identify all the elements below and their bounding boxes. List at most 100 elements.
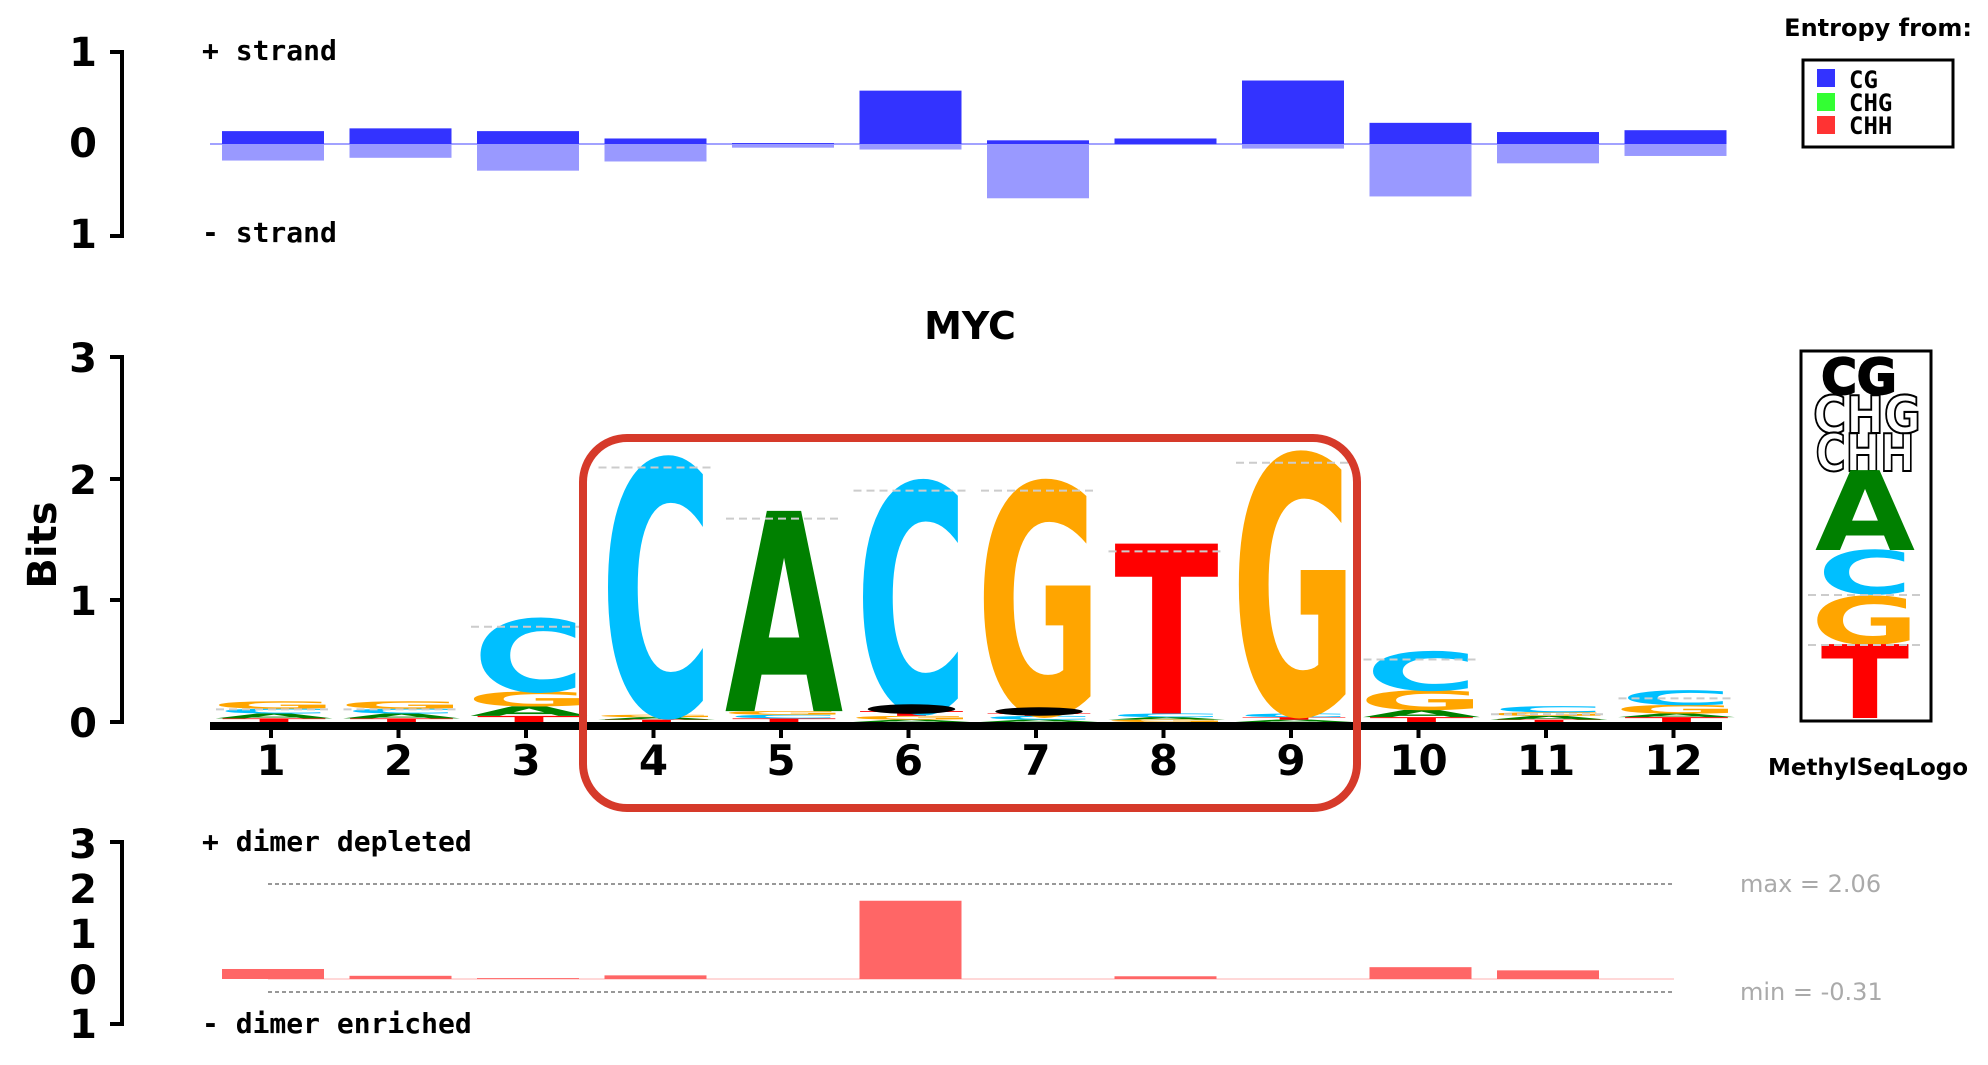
methylseqlogo-legend-t: T	[1821, 625, 1909, 743]
logo-y-axis	[110, 355, 124, 724]
top-y-axis	[110, 50, 124, 238]
logo-letter-a-pos8: A	[1107, 716, 1226, 720]
logo-letter-c-pos11: C	[1493, 705, 1605, 715]
cg-minus-bar-12	[1624, 144, 1727, 156]
logo-letter-g-pos8: G	[1104, 719, 1230, 723]
dimer-min-label: min = -0.31	[1740, 978, 1883, 1006]
logo-x-tick-label-8: 8	[1149, 736, 1178, 785]
cg-minus-bar-5	[732, 144, 834, 148]
methylseqlogo-legend-box	[1799, 349, 1933, 723]
logo-x-tick-label-7: 7	[1021, 736, 1050, 785]
cg-plus-bar-3	[477, 131, 579, 144]
logo-y-tick-0: 0	[69, 701, 97, 747]
methylseqlogo-legend-c: C	[1818, 538, 1913, 608]
cg-minus-bar-3	[477, 144, 579, 171]
cg-plus-bar-1	[222, 131, 324, 144]
legend-box	[1801, 58, 1955, 149]
logo-letter-a-pos11: A	[1490, 715, 1609, 721]
cg-plus-bar-11	[1497, 132, 1599, 144]
logo-x-tick-label-5: 5	[766, 736, 795, 785]
logo-letter-c-pos10: C	[1365, 642, 1477, 704]
logo-letter-t-pos2: T	[349, 717, 454, 723]
logo-y-tick-2-label: 2	[69, 458, 97, 504]
dimer-y-tick-2: 2	[69, 867, 97, 913]
logo-letter-g-pos1: G	[211, 699, 337, 711]
cacgtg-highlight-box	[579, 434, 1361, 812]
legend-label-chg: CHG	[1849, 89, 1892, 117]
top-y-tick-lower: 1	[69, 212, 97, 258]
logo-letter-t-pos10: T	[1369, 716, 1474, 724]
logo-letter-c-pos2: C	[345, 707, 457, 715]
entropy-legend: Entropy from: CG CHG CHH	[1784, 14, 1972, 149]
dimer-bar-6	[859, 900, 962, 979]
dimer-bar-3	[477, 978, 579, 979]
logo-letter-c-pos8: C	[1110, 713, 1222, 719]
cg-minus-bar-2	[349, 144, 452, 158]
logo-letter-c-pos3: C	[473, 600, 585, 716]
cg-minus-bar-9	[1242, 144, 1344, 149]
methylseqlogo-legend-a: A	[1815, 449, 1915, 576]
minus-strand-label: - strand	[202, 216, 337, 249]
logo-letter-a-pos10: A	[1362, 708, 1481, 720]
cg-plus-bar-9	[1242, 80, 1344, 144]
logo-letter-a-pos9: A	[1235, 719, 1354, 723]
dimer-y-axis	[110, 840, 124, 1026]
dimer-panel: 3 2 1 0 1 + dimer depleted - dimer enric…	[69, 822, 1883, 1048]
logo-letter-g-pos7: G	[976, 419, 1102, 788]
logo-title: MYC	[924, 304, 1016, 348]
entropy-legend-title: Entropy from:	[1784, 14, 1972, 42]
cg-plus-bar-5	[732, 143, 834, 144]
logo-x-tick-label-2: 2	[384, 736, 413, 785]
dimer-bar-4	[604, 975, 707, 979]
cg-minus-bar-8	[1114, 144, 1217, 145]
cg-minus-bar-1	[222, 144, 324, 161]
top-y-tick-upper: 1	[69, 30, 97, 76]
logo-letter-g-pos4: G	[594, 714, 720, 718]
cg-minus-bar-7	[987, 144, 1089, 199]
cg-minus-bar-10	[1369, 144, 1472, 197]
logo-y-axis-label: Bits	[20, 501, 66, 588]
logo-y-tick-3-label: 3	[69, 336, 97, 382]
logo-letter-t-pos9: T	[1242, 716, 1347, 720]
cg-plus-bar-12	[1624, 130, 1727, 144]
logo-letter-t-pos5: T	[732, 717, 837, 723]
logo-letter-t-pos12: T	[1624, 716, 1729, 724]
logo-letter-c-pos9: C	[1238, 713, 1350, 719]
logo-x-tick-label-12: 12	[1644, 736, 1702, 785]
top-y-tick-zero: 0	[69, 121, 97, 167]
logo-x-tick-label-11: 11	[1517, 736, 1575, 785]
logo-letter-a-pos2: A	[342, 712, 461, 720]
logo-letter-c-pos1: C	[218, 707, 330, 715]
logo-letter-a-pos12: A	[1617, 713, 1736, 719]
logo-letter-a-pos4: A	[597, 716, 716, 720]
logo-x-tick-label-9: 9	[1276, 736, 1305, 785]
dimer-y-tick-1: 1	[69, 912, 97, 958]
cg-minus-bar-6	[859, 144, 962, 150]
dimer-bar-11	[1497, 970, 1599, 979]
logo-letter-a-pos1: A	[215, 712, 334, 720]
logo-letter-g-pos2: G	[339, 699, 465, 711]
logo-letter-g-pos5: G	[721, 710, 847, 716]
dimer-bar-2	[349, 975, 452, 979]
legend-swatch-cg	[1817, 69, 1835, 87]
logo-letter-c-pos7: C	[983, 715, 1095, 721]
dimer-y-tick-0: 0	[69, 958, 97, 1004]
cg-plus-bar-6	[859, 90, 962, 144]
logo-letter-g-pos6: G	[849, 715, 975, 721]
dimer-depleted-label: + dimer depleted	[202, 825, 472, 858]
logo-letter-c-pos5: C	[728, 714, 840, 720]
dimer-bar-8	[1114, 976, 1217, 979]
cg-minus-bar-4	[604, 144, 707, 162]
logo-letter-a-pos3: A	[470, 704, 588, 720]
logo-letter-t-pos1: T	[222, 717, 327, 723]
logo-x-tick-label-6: 6	[894, 736, 923, 785]
dimer-bar-1	[222, 968, 324, 979]
legend-label-chh: CHH	[1849, 112, 1892, 140]
entropy-panel: 1 0 1 + strand - strand Entropy from: CG…	[69, 14, 1972, 258]
dimer-y-tick-3: 3	[69, 822, 97, 868]
logo-letter-t-pos3: T	[477, 714, 581, 724]
methylation-cap-pos7	[995, 707, 1083, 716]
methylseqlogo-legend-chg: CHG	[1813, 386, 1921, 446]
